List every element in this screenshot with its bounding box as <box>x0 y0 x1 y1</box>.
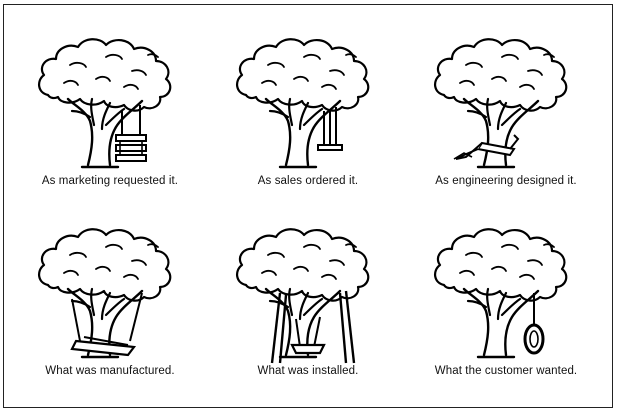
tree-swing-manufactured-illustration <box>37 228 172 359</box>
cartoon-frame: As marketing requested it. As sales orde… <box>3 4 613 408</box>
caption-manufactured: What was manufactured. <box>45 365 175 377</box>
panel-engineering: As engineering designed it. <box>406 25 606 215</box>
caption-marketing: As marketing requested it. <box>41 175 179 187</box>
panel-manufactured: What was manufactured. <box>10 215 210 405</box>
caption-sales: As sales ordered it. <box>257 175 359 187</box>
panel-sales: As sales ordered it. <box>208 25 408 215</box>
panel-marketing: As marketing requested it. <box>10 25 210 215</box>
caption-customer: What the customer wanted. <box>434 365 578 377</box>
tree-swing-marketing-illustration <box>37 38 172 169</box>
panel-installed: What was installed. <box>208 215 408 405</box>
tree-swing-engineering-illustration <box>433 38 568 169</box>
caption-installed: What was installed. <box>257 365 359 377</box>
tree-swing-customer-illustration <box>433 228 568 359</box>
tree-swing-installed-illustration <box>235 228 370 375</box>
panel-customer: What the customer wanted. <box>406 215 606 405</box>
caption-engineering: As engineering designed it. <box>435 175 577 187</box>
tree-swing-sales-illustration <box>235 38 370 169</box>
